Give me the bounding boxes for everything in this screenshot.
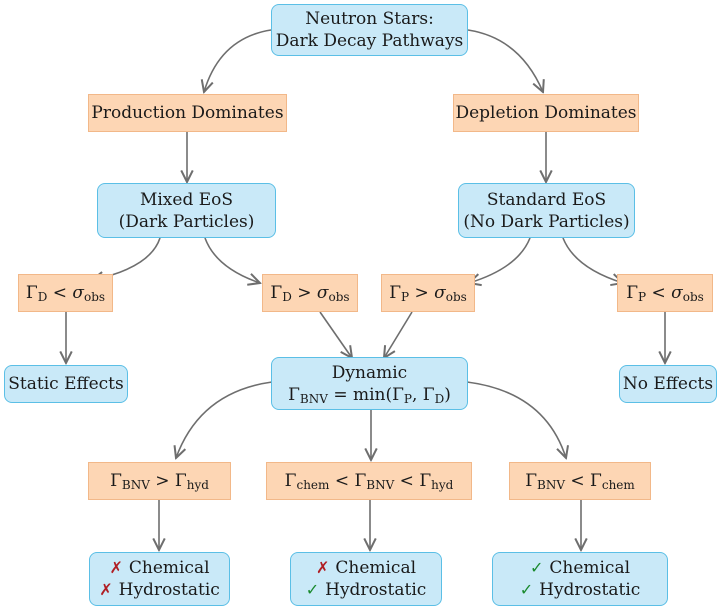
node-mixed-eos: Mixed EoS (Dark Particles) — [97, 183, 276, 238]
cond-p-lt-op: < — [651, 283, 666, 303]
cond-p-lt-sigma-sub: obs — [682, 290, 704, 304]
cross-icon: ✗ — [99, 580, 113, 599]
dynamic-gamma-sub: BNV — [299, 391, 328, 406]
edge-mixed-cond-d-gt — [204, 237, 260, 283]
edge-cond-d-gt-dynamic — [319, 311, 352, 358]
check-icon: ✓ — [305, 580, 320, 599]
standard-eos-line1: Standard EoS — [486, 189, 607, 210]
chem-bnv-hyd-s1: chem — [296, 478, 330, 492]
edge-root-depletion — [467, 29, 543, 92]
outcome-left-row2-label: Hydrostatic — [118, 580, 220, 600]
cond-p-gt-gamma: Γ — [389, 283, 401, 303]
cond-d-gt-gamma-sub: D — [282, 290, 292, 304]
edge-dynamic-bnv-gt-hyd — [176, 381, 273, 458]
bnv-lt-chem-g2: Γ — [590, 471, 602, 491]
cond-p-lt-gamma-sub: P — [637, 290, 647, 304]
bnv-gt-hyd-g2: Γ — [174, 471, 187, 491]
cond-d-lt-sigma-sub: obs — [84, 290, 106, 304]
node-bnv-lt-chem: ΓBNV < Γchem — [509, 462, 651, 500]
dynamic-gamma: Γ — [288, 384, 300, 405]
chem-bnv-hyd-g1: Γ — [284, 471, 297, 491]
node-dynamic: Dynamic ΓBNV = min(ΓP, ΓD) — [271, 357, 468, 410]
cond-p-lt-gamma: Γ — [626, 283, 638, 303]
node-outcome-middle: ✗ Chemical ✓ Hydrostatic — [290, 552, 442, 606]
edge-root-production — [204, 29, 272, 92]
cross-icon: ✗ — [315, 558, 330, 577]
mixed-eos-line2: (Dark Particles) — [118, 211, 255, 232]
cross-icon: ✗ — [109, 558, 123, 577]
node-standard-eos: Standard EoS (No Dark Particles) — [458, 183, 635, 238]
cond-p-gt-sigma: σ — [434, 283, 446, 303]
cond-d-gt-gamma: Γ — [270, 283, 283, 303]
cond-d-gt-op: > — [297, 283, 312, 303]
depletion-label: Depletion Dominates — [455, 103, 637, 123]
static-effects-label: Static Effects — [8, 374, 124, 394]
node-outcome-right: ✓ Chemical ✓ Hydrostatic — [492, 552, 668, 606]
cond-d-lt-gamma: Γ — [25, 283, 38, 303]
dynamic-close: ) — [444, 384, 451, 405]
cond-p-gt-op: > — [414, 283, 429, 303]
node-cond-gamma-d-gt-sigma: ΓD > σobs — [262, 274, 358, 312]
dynamic-eq: = — [333, 384, 348, 405]
node-root: Neutron Stars: Dark Decay Pathways — [271, 4, 468, 56]
bnv-gt-hyd-s1: BNV — [121, 478, 150, 492]
check-icon: ✓ — [529, 558, 544, 577]
chem-bnv-hyd-g2: Γ — [354, 471, 367, 491]
bnv-lt-chem-s2: chem — [601, 478, 635, 492]
dynamic-a-sub: P — [403, 391, 412, 406]
root-line1: Neutron Stars: — [305, 9, 434, 29]
edge-cond-p-gt-dynamic — [384, 311, 413, 358]
edge-standard-cond-p-lt — [562, 237, 623, 283]
node-chem-bnv-hyd: Γchem < ΓBNV < Γhyd — [266, 462, 472, 500]
node-outcome-left: ✗ Chemical ✗ Hydrostatic — [89, 552, 230, 606]
cond-d-lt-gamma-sub: D — [37, 290, 48, 304]
bnv-lt-chem-op: < — [570, 471, 585, 491]
chem-bnv-hyd-op1: < — [334, 471, 350, 491]
node-production-dominates: Production Dominates — [88, 94, 287, 132]
bnv-gt-hyd-s2: hyd — [186, 478, 209, 492]
dynamic-line1: Dynamic — [331, 362, 408, 383]
outcome-mid-row1-label: Chemical — [335, 558, 417, 578]
mixed-eos-line1: Mixed EoS — [139, 189, 234, 210]
standard-eos-line2: (No Dark Particles) — [463, 211, 630, 232]
outcome-right-row2-label: Hydrostatic — [539, 580, 641, 600]
node-no-effects: No Effects — [619, 365, 717, 403]
edge-standard-cond-p-gt — [469, 237, 531, 283]
edge-dynamic-bnv-lt-chem — [466, 381, 566, 458]
cond-p-lt-sigma: σ — [671, 283, 683, 303]
cond-p-gt-sigma-sub: obs — [445, 290, 467, 304]
outcome-right-row1-label: Chemical — [549, 558, 631, 578]
bnv-lt-chem-s1: BNV — [537, 478, 565, 492]
chem-bnv-hyd-s3: hyd — [431, 478, 454, 492]
cond-d-lt-sigma: σ — [72, 283, 84, 303]
cond-d-lt-op: < — [52, 283, 67, 303]
bnv-gt-hyd-g1: Γ — [110, 471, 122, 491]
dynamic-comma: , Γ — [411, 384, 435, 405]
dynamic-b-sub: D — [434, 391, 445, 406]
chem-bnv-hyd-op2: < — [399, 471, 414, 491]
cond-d-gt-sigma: σ — [316, 283, 329, 303]
chem-bnv-hyd-g3: Γ — [419, 471, 432, 491]
chem-bnv-hyd-s2: BNV — [366, 478, 395, 492]
outcome-mid-row2-label: Hydrostatic — [325, 580, 427, 600]
cond-d-gt-sigma-sub: obs — [328, 290, 350, 304]
node-depletion-dominates: Depletion Dominates — [453, 94, 639, 132]
node-cond-gamma-p-gt-sigma: ΓP > σobs — [381, 274, 475, 312]
check-icon: ✓ — [519, 580, 534, 599]
dynamic-fn: min(Γ — [352, 384, 404, 405]
production-label: Production Dominates — [91, 103, 284, 123]
outcome-left-row1-label: Chemical — [128, 558, 210, 578]
root-line2: Dark Decay Pathways — [275, 31, 464, 51]
node-bnv-gt-hyd: ΓBNV > Γhyd — [88, 462, 231, 500]
no-effects-label: No Effects — [622, 374, 714, 394]
node-static-effects: Static Effects — [4, 365, 128, 403]
node-cond-gamma-d-lt-sigma: ΓD < σobs — [18, 274, 113, 312]
bnv-lt-chem-g1: Γ — [525, 471, 537, 491]
bnv-gt-hyd-op: > — [155, 471, 170, 491]
node-cond-gamma-p-lt-sigma: ΓP < σobs — [617, 274, 713, 312]
cond-p-gt-gamma-sub: P — [400, 290, 410, 304]
